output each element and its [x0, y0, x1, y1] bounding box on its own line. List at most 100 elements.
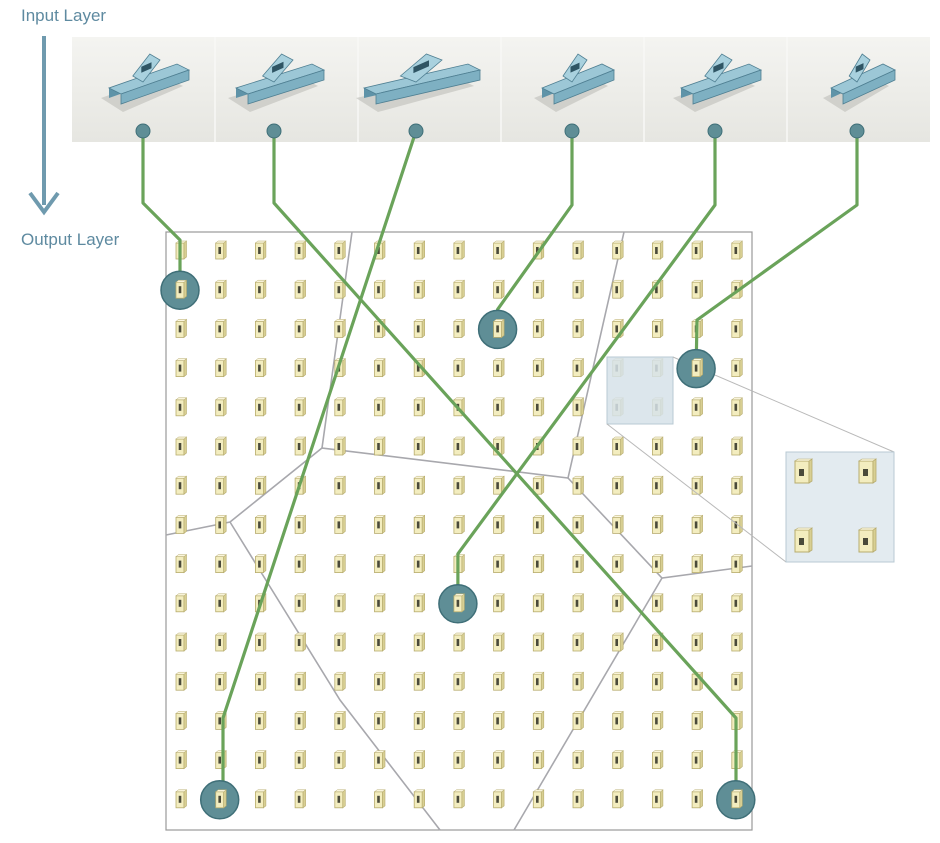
connection-line-6 [694, 131, 859, 369]
grid-cell [254, 318, 267, 338]
grid-cell [493, 593, 505, 613]
grid-cell [731, 475, 743, 495]
grid-cell [453, 710, 465, 730]
grid-cell [691, 789, 704, 809]
grid-cell [651, 554, 664, 574]
inset-cell [794, 458, 813, 484]
grid-cell [532, 397, 545, 417]
grid-cell [691, 475, 704, 495]
winning-nodes [160, 270, 756, 820]
grid-cell [215, 475, 227, 495]
grid-cell [254, 397, 267, 417]
grid-cell [731, 240, 743, 260]
grid-cell [651, 514, 664, 534]
grid-cell [254, 710, 267, 730]
grid-cell [493, 710, 505, 730]
grid-cell [334, 789, 346, 809]
input-layer-label: Input Layer [21, 6, 106, 25]
grid-cell [334, 475, 346, 495]
grid-cell [651, 671, 664, 691]
grid-cell [254, 279, 267, 299]
grid-cell [294, 436, 307, 456]
input-node-2 [266, 123, 282, 139]
grid-cell [493, 240, 505, 260]
cluster-boundaries [165, 231, 753, 831]
grid-cell [731, 397, 743, 417]
grid-cell [612, 240, 624, 260]
grid-cell [334, 671, 346, 691]
grid-cell [731, 436, 743, 456]
grid-cell [691, 554, 704, 574]
grid-cell [493, 789, 505, 809]
grid-cell [215, 671, 227, 691]
grid-cell [374, 358, 386, 378]
winning-node-5 [438, 584, 478, 624]
connection-lines [141, 130, 859, 800]
grid-cell [215, 240, 227, 260]
grid-cell [572, 632, 584, 652]
grid-cell [334, 554, 346, 574]
grid-cell [413, 750, 426, 770]
grid-cell [612, 554, 624, 574]
grid-cell [334, 436, 346, 456]
grid-cell [294, 318, 307, 338]
grid-cell [572, 358, 584, 378]
grid-cell [691, 397, 704, 417]
grid-cell [651, 710, 664, 730]
output-cells [175, 240, 743, 809]
grid-cell [691, 240, 704, 260]
grid-cell [493, 671, 505, 691]
grid-cell [612, 514, 624, 534]
grid-cell [294, 514, 307, 534]
grid-cell [651, 789, 664, 809]
grid-cell [294, 593, 307, 613]
inset-cell [858, 458, 877, 484]
grid-cell [493, 397, 505, 417]
grid-cell [453, 318, 465, 338]
grid-cell [612, 279, 624, 299]
grid-cell [731, 632, 743, 652]
input-node-4 [564, 123, 580, 139]
grid-cell [691, 514, 704, 534]
grid-cell [334, 240, 346, 260]
building-1 [101, 53, 191, 112]
grid-cell [453, 750, 465, 770]
grid-cell [691, 436, 704, 456]
grid-cell [175, 358, 187, 378]
grid-cell [294, 750, 307, 770]
grid-cell [453, 240, 465, 260]
grid-cell [691, 593, 704, 613]
grid-cell [453, 436, 465, 456]
grid-cell [374, 632, 386, 652]
grid-cell [175, 554, 187, 574]
grid-cell [572, 514, 584, 534]
grid-cell [532, 279, 545, 299]
grid-cell [453, 632, 465, 652]
grid-cell [651, 436, 664, 456]
grid-cell [334, 750, 346, 770]
grid-cell [532, 358, 545, 378]
grid-cell [731, 358, 743, 378]
grid-cell [572, 436, 584, 456]
output-layer-label: Output Layer [21, 230, 120, 249]
winning-node-1 [160, 270, 200, 310]
building-4 [534, 53, 615, 112]
grid-cell [175, 436, 187, 456]
grid-cell [453, 475, 465, 495]
grid-cell [612, 436, 624, 456]
grid-cell [493, 279, 505, 299]
grid-cell [215, 318, 227, 338]
grid-cell [334, 593, 346, 613]
grid-cell [691, 632, 704, 652]
building-6 [823, 53, 896, 112]
grid-cell [175, 593, 187, 613]
grid-cell [254, 436, 267, 456]
grid-cell [334, 397, 346, 417]
grid-cell [572, 671, 584, 691]
grid-cell [731, 671, 743, 691]
grid-cell [175, 514, 187, 534]
grid-cell [493, 358, 505, 378]
down-arrow-icon [28, 36, 60, 216]
grid-cell [493, 554, 505, 574]
grid-cell [612, 632, 624, 652]
